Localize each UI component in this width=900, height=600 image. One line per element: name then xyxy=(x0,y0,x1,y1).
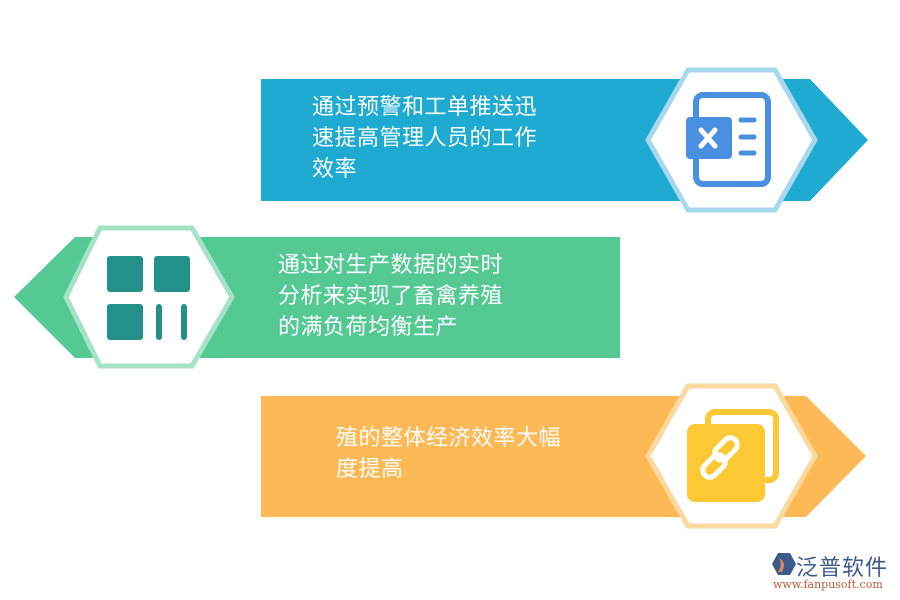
logo-url: www.fanpusoft.com xyxy=(773,578,883,591)
logo-name: 泛普软件 xyxy=(796,556,889,581)
document-excel-icon xyxy=(686,92,771,187)
brand-logo: 泛普软件 www.fanpusoft.com xyxy=(768,550,898,595)
logo-mark-icon xyxy=(772,553,796,575)
banner-2-text: 通过对生产数据的实时 分析来实现了畜禽养殖 的满负荷均衡生产 xyxy=(278,253,504,340)
link-copy-icon xyxy=(687,409,779,502)
banner-1-text: 通过预警和工单推送迅 速提高管理人员的工作 效率 xyxy=(312,95,538,182)
banner-3-text: 殖的整体经济效率大幅 度提高 xyxy=(336,426,562,482)
grid-dashboard-icon xyxy=(107,256,190,340)
